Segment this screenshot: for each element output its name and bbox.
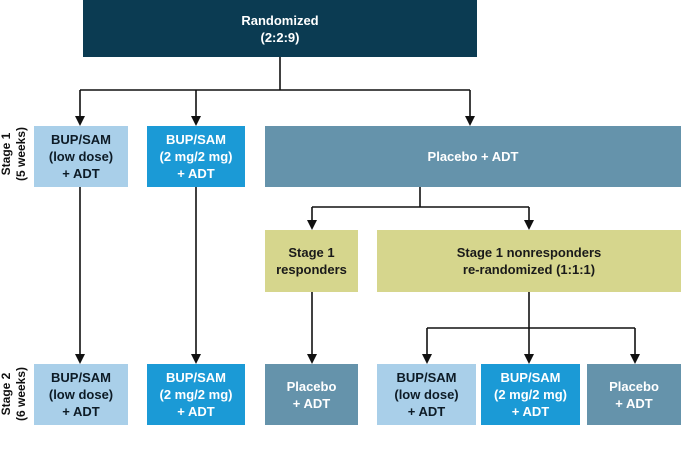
arrowhead	[524, 220, 534, 230]
arrowhead	[630, 354, 640, 364]
stage1-responders-box: Stage 1 responders	[265, 230, 358, 292]
arrowhead	[191, 354, 201, 364]
stage1-bup-low-box: BUP/SAM (low dose) + ADT	[34, 126, 128, 187]
stage1-nonresponders-box: Stage 1 nonresponders re-randomized (1:1…	[377, 230, 681, 292]
arrowhead	[307, 354, 317, 364]
arrowhead	[465, 116, 475, 126]
stage2-rr-bup-low-box: BUP/SAM (low dose) + ADT	[377, 364, 476, 425]
arrowhead	[524, 354, 534, 364]
randomized-box: Randomized (2:2:9)	[83, 0, 477, 57]
stage2-bup-2mg-box: BUP/SAM (2 mg/2 mg) + ADT	[147, 364, 245, 425]
stage2-placebo-box: Placebo + ADT	[265, 364, 358, 425]
randomized-ratio: (2:2:9)	[260, 29, 300, 45]
arrowhead	[191, 116, 201, 126]
arrowhead	[75, 354, 85, 364]
randomized-label: Randomized	[241, 12, 319, 28]
stage1-bup-2mg-box: BUP/SAM (2 mg/2 mg) + ADT	[147, 126, 245, 187]
stage2-bup-low-box: BUP/SAM (low dose) + ADT	[34, 364, 128, 425]
arrowheads	[75, 116, 640, 364]
stage1-label: Stage 1 (5 weeks)	[0, 126, 28, 182]
stage2-rr-placebo-box: Placebo + ADT	[587, 364, 681, 425]
stage2-label: Stage 2 (6 weeks)	[0, 366, 28, 422]
arrowhead	[422, 354, 432, 364]
stage2-rr-bup-2mg-box: BUP/SAM (2 mg/2 mg) + ADT	[481, 364, 580, 425]
stage1-placebo-box: Placebo + ADT	[265, 126, 681, 187]
arrowhead	[307, 220, 317, 230]
arrowhead	[75, 116, 85, 126]
connector-lines	[75, 57, 640, 364]
